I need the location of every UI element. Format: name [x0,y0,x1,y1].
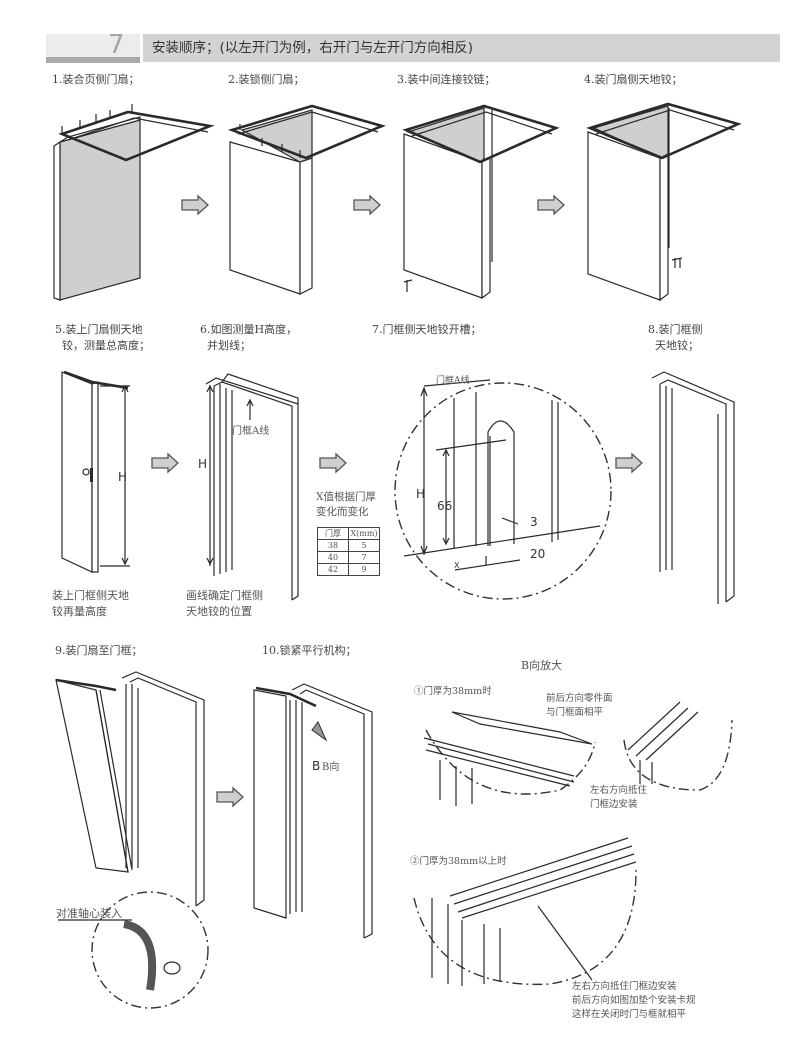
step-3-label: 3.装中间连接铰链； [397,73,496,86]
right-arrow-icon [181,194,209,216]
section-title-bar [143,34,780,62]
table-cell: 9 [348,563,380,576]
table-cell: 42 [317,563,349,576]
step-3-illustration [402,104,560,300]
step-5-label: 5.装上门扇侧天地 铰，测量总高度； [55,323,150,352]
step-10-illustration: B [253,683,373,939]
case-1-title: ①门厚为38mm时 [414,686,492,697]
section-number: 7 [108,30,125,60]
step-9-illustration [55,671,209,1009]
right-arrow-icon [353,194,381,216]
right-arrow-icon [537,194,565,216]
case-1-note-a: 前后方向零件面 与门框面相平 [546,693,613,718]
svg-text:X: X [454,561,460,570]
section-title: 安装顺序；(以左开门为例，右开门与左开门方向相反) [152,40,474,56]
table-row: 40 7 [317,551,380,564]
right-arrow-icon [615,452,643,474]
step-7-label: 7.门框侧天地铰开槽； [372,323,482,336]
step-10-label: 10.锁紧平行机构； [262,644,357,657]
b-direction-mark: B [312,759,320,773]
frame-a-line-small-label: 门框A线 [436,376,470,386]
step-5-note: 装上门框侧天地 铰再量高度 [52,589,129,618]
x-value-note: X值根据门厚 变化而变化 [316,491,376,518]
step-4-label: 4.装门扇侧天地铰； [584,73,683,86]
table-row: 38 5 [317,539,380,552]
step-7-illustration: H 66 3 20 X [394,379,612,600]
case-1-zoom-illustration [423,701,733,806]
table-header-cell: 门厚 [317,527,349,540]
right-arrow-icon [151,452,179,474]
step-2-label: 2.装锁侧门扇； [228,73,305,86]
step-8-label: 8.装门框侧 天地铰； [648,323,703,352]
step-6-note: 画线确定门框侧 天地铰的位置 [186,589,263,618]
svg-text:3: 3 [530,515,538,529]
case-1-note-b: 左右方向抵住 门框边安装 [590,785,648,810]
step-5-illustration: H [61,370,130,573]
svg-text:20: 20 [530,547,545,561]
right-arrow-icon [319,452,347,474]
section-number-underline [46,57,140,63]
right-arrow-icon [216,786,244,808]
table-row: 42 9 [317,563,380,576]
svg-text:66: 66 [437,499,452,513]
table-cell: 5 [348,539,380,552]
align-axis-note: 对准轴心装入 [56,907,122,920]
step-1-label: 1.装合页侧门扇； [52,73,140,86]
step-4-illustration [586,102,742,302]
x-value-table: 门厚 X(mm) 38 5 40 7 42 9 [317,527,380,576]
table-cell: 38 [317,539,349,552]
table-header-cell: X(mm) [348,527,380,540]
case-2-zoom-illustration [413,837,637,986]
b-zoom-title: B向放大 [521,659,563,672]
case-2-note: 左右方向抵住门框边安装 前后方向如图加垫个安装卡规 这样在关闭时门与框就相平 [572,981,696,1020]
table-cell: 40 [317,551,349,564]
b-direction-label: B向 [322,762,340,773]
table-cell: 7 [348,551,380,564]
step-2-illustration [227,104,386,295]
table-header-row: 门厚 X(mm) [317,527,380,540]
step-6-label: 6.如图测量H高度， 并划线； [200,323,298,352]
step-9-label: 9.装门扇至门框； [55,644,143,657]
step-6-illustration: H [198,373,299,601]
case-2-title: ②门厚为38mm以上时 [410,856,507,867]
step-5-h-label: H [118,470,127,484]
svg-text:H: H [198,457,207,471]
step-1-illustration [53,104,215,301]
frame-a-line-label: 门框A线 [232,426,270,437]
step-8-illustration [651,371,735,604]
svg-text:H: H [416,487,425,501]
